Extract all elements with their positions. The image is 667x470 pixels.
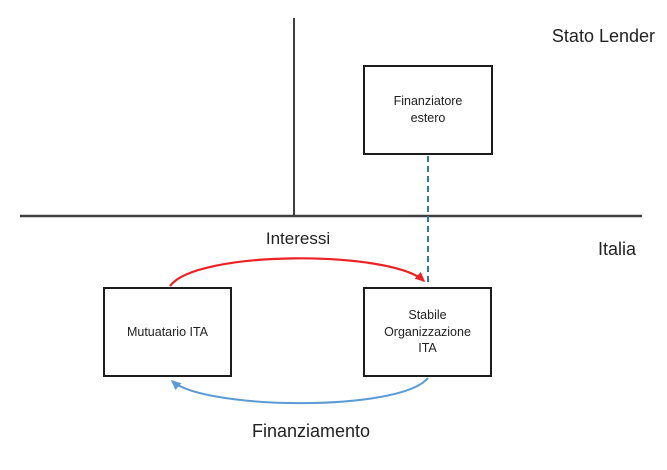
italia-label: Italia <box>597 239 636 259</box>
stabile-organizzazione-label-line2: Organizzazione <box>384 324 471 339</box>
mutuatario-ita-box: Mutuatario ITA <box>103 287 232 377</box>
interessi-label: Interessi <box>265 229 331 248</box>
stato-lender-label: Stato Lender <box>551 26 655 46</box>
mutuatario-ita-label: Mutuatario ITA <box>126 324 209 339</box>
finanziatore-estero-label-line2: estero <box>410 111 446 125</box>
interessi-arrow <box>169 257 426 287</box>
stabile-organizzazione-label-line3: ITA <box>418 341 437 356</box>
finanziamento-arrow <box>170 377 429 405</box>
finanziatore-estero-label-line1: Finanziatore <box>393 94 463 109</box>
stabile-organizzazione-label-line1: Stabile <box>408 307 447 322</box>
finanziatore-estero-box: Finanziatore estero <box>363 65 493 155</box>
finanziamento-label: Finanziamento <box>251 421 371 441</box>
stabile-organizzazione-box: Stabile Organizzazione ITA <box>363 287 492 377</box>
